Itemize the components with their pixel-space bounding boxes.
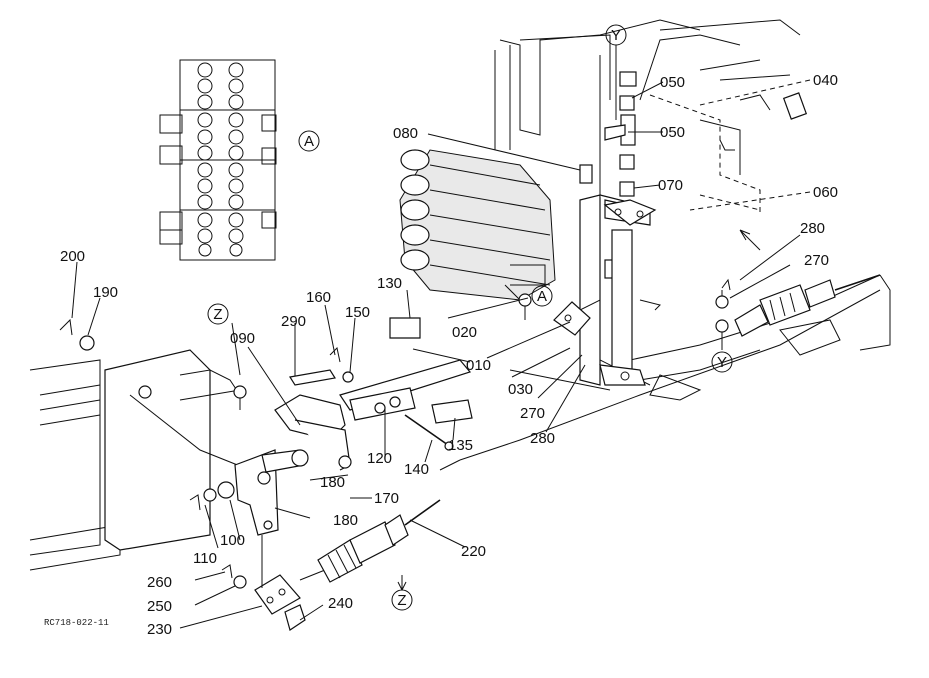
part-label-220: 220 xyxy=(461,543,486,560)
left-panel xyxy=(29,318,251,571)
part-label-050-lower: 050 xyxy=(660,124,685,141)
part-label-110: 110 xyxy=(193,550,217,567)
lift-linkage-column xyxy=(553,194,661,386)
part-number-labels: 080 050 040 050 070 060 280 270 200 190 … xyxy=(44,72,838,638)
right-cable-end xyxy=(715,274,881,350)
detail-marker-z-cable-label: Z xyxy=(397,592,406,609)
part-label-090: 090 xyxy=(230,330,255,347)
part-label-140: 140 xyxy=(404,461,429,478)
detail-marker-y-top-label: Y xyxy=(611,27,621,44)
part-label-020: 020 xyxy=(452,324,477,341)
detail-marker-y-cable: Y xyxy=(711,351,733,373)
part-label-270-right: 270 xyxy=(804,252,829,269)
part-label-080: 080 xyxy=(393,125,418,142)
detail-marker-y-top: Y xyxy=(605,24,627,46)
column-small-parts xyxy=(579,71,657,226)
detail-marker-a-inset-label: A xyxy=(304,133,314,150)
part-label-200: 200 xyxy=(60,248,85,265)
part-label-250: 250 xyxy=(147,598,172,615)
part-label-260: 260 xyxy=(147,574,172,591)
part-label-270-lower: 270 xyxy=(520,405,545,422)
part-label-170: 170 xyxy=(374,490,399,507)
leader-lines xyxy=(71,45,811,629)
part-label-190: 190 xyxy=(93,284,118,301)
part-label-280-lower: 280 xyxy=(530,430,555,447)
detail-marker-y-cable-label: Y xyxy=(717,354,727,371)
part-label-290: 290 xyxy=(281,313,306,330)
part-label-070: 070 xyxy=(658,177,683,194)
control-valve-body xyxy=(399,149,556,320)
part-label-230: 230 xyxy=(147,621,172,638)
part-label-180-lower: 180 xyxy=(333,512,358,529)
part-label-180-upper: 180 xyxy=(320,474,345,491)
detail-a-valve-bank xyxy=(159,59,277,261)
detail-marker-z-panel-label: Z xyxy=(213,306,222,323)
part-label-100: 100 xyxy=(220,532,245,549)
detail-marker-a-valve: A xyxy=(531,285,553,307)
part-label-160: 160 xyxy=(306,289,331,306)
part-label-050-upper: 050 xyxy=(660,74,685,91)
part-label-135: 135 xyxy=(448,437,473,454)
lever-assembly xyxy=(274,317,473,471)
detail-marker-a-inset: A xyxy=(298,130,320,152)
part-label-240: 240 xyxy=(328,595,353,612)
detail-marker-a-valve-label: A xyxy=(537,288,547,305)
detail-marker-z-panel: Z xyxy=(207,303,229,325)
part-label-040: 040 xyxy=(813,72,838,89)
part-label-280-right: 280 xyxy=(800,220,825,237)
valve-ports xyxy=(197,62,244,257)
part-label-130: 130 xyxy=(377,275,402,292)
part-label-060: 060 xyxy=(813,184,838,201)
bell-crank-bracket xyxy=(189,449,309,536)
part-label-120: 120 xyxy=(367,450,392,467)
reference-code: RC718-022-11 xyxy=(44,618,109,628)
detail-marker-z-cable: Z xyxy=(391,589,413,611)
part-label-150: 150 xyxy=(345,304,370,321)
part-label-010: 010 xyxy=(466,357,491,374)
part-label-030: 030 xyxy=(508,381,533,398)
